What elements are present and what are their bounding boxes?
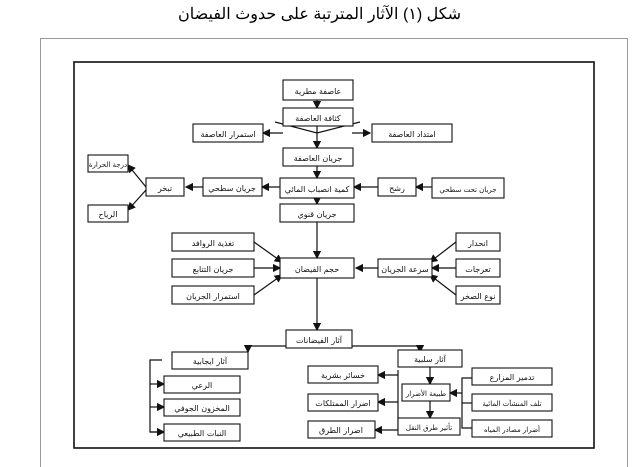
label-water-sources: أضرار مصادر المياه <box>484 425 540 434</box>
diagram-frame <box>40 38 628 467</box>
node-evaporation <box>145 177 185 197</box>
label-positive: آثار ايجابية <box>193 356 228 366</box>
node-basin-runoff <box>279 177 355 199</box>
node-channel-flow <box>279 203 355 223</box>
node-groundwater <box>163 398 241 417</box>
node-seepage <box>377 177 417 197</box>
label-roughness: نوع الصخر <box>460 292 496 301</box>
node-slope <box>455 232 501 252</box>
figure-caption: شكل (١) الآثار المترتبة على حدوث الفيضان <box>178 6 461 23</box>
label-surface-flow: جريان سطحي <box>208 184 256 193</box>
label-subsurface: جريان تحت سطحي <box>439 186 496 194</box>
node-property-damage <box>307 393 379 412</box>
label-trib-feeding: تغذية الروافد <box>192 239 235 248</box>
label-flow-continuity: جريان التتابع <box>193 265 234 274</box>
label-seepage: رشح <box>389 184 405 193</box>
node-vegetation <box>163 423 241 442</box>
label-human-loss: خسائر بشرية <box>321 371 365 380</box>
label-flood-effects: آثار الفيضانات <box>296 335 343 345</box>
node-continuation <box>192 123 264 143</box>
node-meanders <box>455 258 501 278</box>
label-storm-flow: جريان العاصفة <box>294 154 343 163</box>
node-surface-flow <box>202 177 263 197</box>
label-evaporation: تبخر <box>157 184 172 193</box>
node-storm <box>282 79 354 101</box>
node-wind <box>87 204 129 223</box>
node-grazing <box>163 375 241 394</box>
node-infra-destroy <box>471 367 553 386</box>
label-damage-nature: طبيعة الأضرار <box>405 389 447 398</box>
node-flood-volume <box>279 257 355 279</box>
label-traffic-effect: تأثير طرق النقل <box>406 422 452 432</box>
node-density <box>282 107 354 127</box>
node-subsurface <box>431 177 505 199</box>
label-grazing: الرعي <box>192 381 213 390</box>
label-water-lines: تلف المنشآت المائية <box>482 399 541 408</box>
label-slope: انحدار <box>467 239 488 248</box>
label-heat: درجة الحرارة <box>89 161 127 169</box>
label-channel-flow: جريان قنوي <box>297 210 336 219</box>
node-human-loss <box>307 365 379 384</box>
node-storm-flow <box>282 147 354 167</box>
label-meanders: تعرجات <box>465 265 490 274</box>
node-roughness <box>455 285 501 305</box>
node-flow-continuity <box>171 258 255 278</box>
label-extent: امتداد العاصفة <box>388 130 436 139</box>
label-basin-runoff: كمية انصباب المائي <box>285 185 350 194</box>
node-trib-feeding <box>171 232 255 252</box>
node-water-sources <box>471 419 553 438</box>
label-storm: عاصفة مطرية <box>295 87 342 96</box>
label-infra-destroy: تدمير المزارع <box>490 373 535 382</box>
label-flow-speed: سرعة الجريان <box>381 265 429 274</box>
label-property-damage: اضرار الممتلكات <box>315 399 370 408</box>
label-density: كثافة العاصفة <box>295 114 341 123</box>
node-positive <box>171 351 249 370</box>
label-wind: الرياح <box>99 210 118 219</box>
label-flood-volume: حجم الفيضان <box>295 265 339 274</box>
label-groundwater: المخزون الجوفي <box>174 404 230 413</box>
label-flow-persistence: استمرار الجريان <box>186 292 240 301</box>
node-extent <box>371 123 453 143</box>
node-road-damage <box>307 420 376 439</box>
node-damage-nature <box>401 383 451 402</box>
label-continuation: استمرار العاصفة <box>200 130 255 139</box>
label-road-damage: اضرار الطرق <box>319 426 363 435</box>
node-flow-persistence <box>171 285 255 305</box>
label-vegetation: النبات الطبيعي <box>178 429 227 438</box>
node-flow-speed <box>377 258 433 278</box>
flood-flowchart: عاصفة مطرية كثافة العاصفة استمرار العاصف… <box>73 61 595 449</box>
label-negative: آثار سلبية <box>414 354 447 364</box>
node-flood-effects <box>285 329 353 349</box>
outer-border <box>73 61 595 449</box>
node-traffic-effect <box>397 417 461 436</box>
node-negative <box>397 349 463 368</box>
node-heat <box>87 154 129 173</box>
node-water-lines <box>471 393 553 412</box>
